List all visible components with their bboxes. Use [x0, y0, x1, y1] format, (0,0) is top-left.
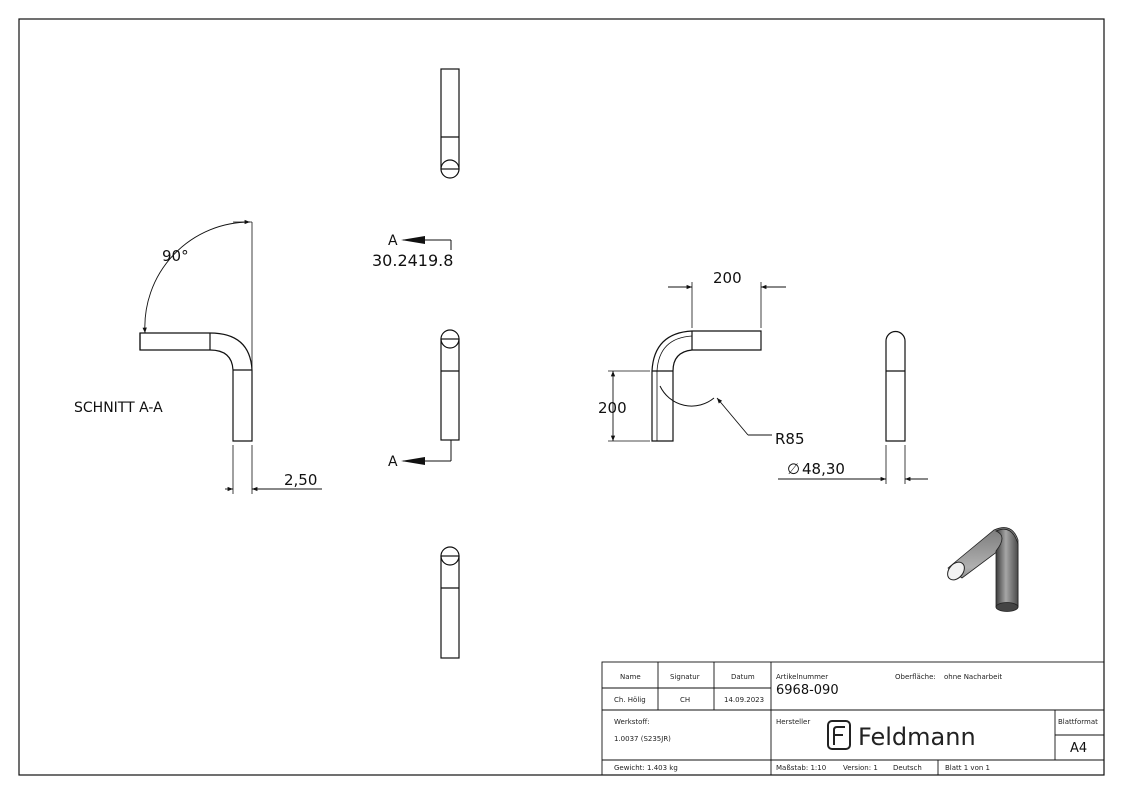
blattformat-value: A4 [1070, 741, 1087, 756]
feldmann-logo-icon [827, 720, 851, 750]
diameter-label: 48,30 [802, 460, 845, 478]
signatur-header: Signatur [670, 673, 700, 681]
werkstoff-value: 1.0037 (S235JR) [614, 735, 671, 743]
section-view [139, 219, 322, 494]
artikelnummer-label: Artikelnummer [776, 673, 828, 681]
front-tube-view [440, 329, 460, 441]
artikelnummer-value: 6968-090 [776, 683, 839, 698]
title-block-lines [601, 661, 1105, 776]
oberflaeche-value: ohne Nacharbeit [944, 673, 1002, 681]
oberflaeche-label: Oberfläche: [895, 673, 936, 681]
massstab-text: Maßstab: 1:10 [776, 764, 826, 772]
name-header: Name [620, 673, 641, 681]
sheet-border [18, 18, 1105, 776]
length-horizontal-label: 200 [713, 269, 742, 287]
name-value: Ch. Hölig [614, 696, 646, 704]
hersteller-label: Hersteller [776, 718, 810, 726]
version-text: Version: 1 [843, 764, 878, 772]
side-bend-view [608, 282, 786, 442]
angle-label: 90° [162, 247, 189, 265]
sprache-text: Deutsch [893, 764, 922, 772]
section-marker-top-label: A [388, 233, 398, 249]
top-tube-view [440, 68, 460, 179]
end-view [778, 330, 928, 484]
blatt-text: Blatt 1 von 1 [945, 764, 990, 772]
section-marker-bottom [401, 440, 452, 465]
werkstoff-label: Werkstoff: [614, 718, 650, 726]
section-marker-bottom-label: A [388, 454, 398, 470]
bottom-tube-view [440, 546, 460, 659]
brand-name: Feldmann [858, 723, 976, 751]
datum-header: Datum [731, 673, 755, 681]
blattformat-label: Blattformat [1058, 718, 1098, 726]
length-vertical-label: 200 [598, 399, 627, 417]
section-marker-top [401, 236, 452, 250]
isometric-view [947, 527, 1019, 612]
overlap-value: 30.2419.8 [372, 251, 453, 270]
signatur-value: CH [680, 696, 690, 704]
diameter-symbol: ∅ [787, 460, 800, 478]
bend-radius-label: R85 [775, 430, 805, 448]
section-label: SCHNITT A-A [74, 400, 163, 416]
gewicht-text: Gewicht: 1.403 kg [614, 764, 678, 772]
wall-thickness-label: 2,50 [284, 471, 317, 489]
datum-value: 14.09.2023 [724, 696, 764, 704]
